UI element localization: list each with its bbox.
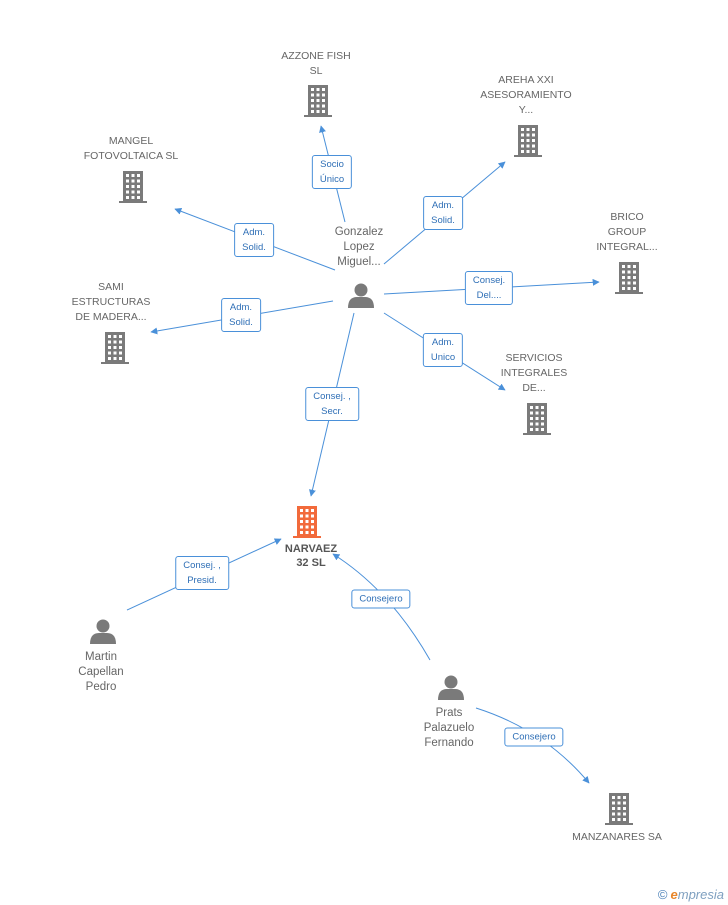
copyright-icon: ©: [657, 887, 668, 902]
edge-label-gonzalez-mangel[interactable]: Adm. Solid.: [234, 223, 274, 257]
edge-label-gonzalez-sami[interactable]: Adm. Solid.: [221, 298, 261, 332]
node-servicios-building-icon[interactable]: [523, 403, 551, 435]
node-gonzalez-person-icon[interactable]: [348, 283, 374, 309]
node-martin-person-icon[interactable]: [90, 619, 116, 645]
node-label-martin[interactable]: Martin Capellan Pedro: [78, 651, 124, 693]
node-label-sami[interactable]: SAMI ESTRUCTURAS DE MADERA...: [71, 281, 151, 323]
node-prats-person-icon[interactable]: [438, 675, 464, 701]
edge-label-gonzalez-brico[interactable]: Consej. Del....: [464, 271, 514, 305]
edge-label-martin-narvaez[interactable]: Consej. , Presid.: [175, 556, 229, 590]
node-label-prats[interactable]: Prats Palazuelo Fernando: [423, 707, 475, 749]
edge-label-prats-manzanares[interactable]: Consejero: [504, 727, 564, 747]
edge-label-gonzalez-areha[interactable]: Adm. Solid.: [423, 196, 463, 230]
node-label-gonzalez[interactable]: Gonzalez Lopez Miguel...: [334, 226, 384, 268]
node-label-azzone[interactable]: AZZONE FISH SL: [281, 50, 351, 77]
edge-label-prats-narvaez[interactable]: Consejero: [351, 589, 411, 609]
node-narvaez-building-icon[interactable]: [293, 506, 321, 538]
brand-initial: e: [670, 887, 678, 902]
edge-label-gonzalez-servicios[interactable]: Adm. Unico: [422, 333, 464, 367]
node-label-mangel[interactable]: MANGEL FOTOVOLTAICA SL: [83, 135, 179, 162]
node-brico-building-icon[interactable]: [615, 262, 643, 294]
node-label-narvaez[interactable]: NARVAEZ 32 SL: [284, 543, 338, 569]
node-label-brico[interactable]: BRICO GROUP INTEGRAL...: [596, 211, 658, 253]
node-areha-building-icon[interactable]: [514, 125, 542, 157]
node-label-servicios[interactable]: SERVICIOS INTEGRALES DE...: [500, 352, 568, 394]
brand-name: mpresia: [677, 887, 724, 902]
node-label-areha[interactable]: AREHA XXI ASESORAMIENTO Y...: [480, 74, 572, 116]
node-mangel-building-icon[interactable]: [119, 171, 147, 203]
node-label-manzanares[interactable]: MANZANARES SA: [572, 831, 662, 843]
node-manzanares-building-icon[interactable]: [605, 793, 633, 825]
edge-label-gonzalez-narvaez[interactable]: Consej. , Secr.: [305, 387, 359, 421]
empresia-watermark[interactable]: ©empresia: [658, 887, 724, 902]
edge-label-gonzalez-azzone[interactable]: Socio Único: [311, 155, 353, 189]
node-azzone-building-icon[interactable]: [304, 85, 332, 117]
node-sami-building-icon[interactable]: [101, 332, 129, 364]
